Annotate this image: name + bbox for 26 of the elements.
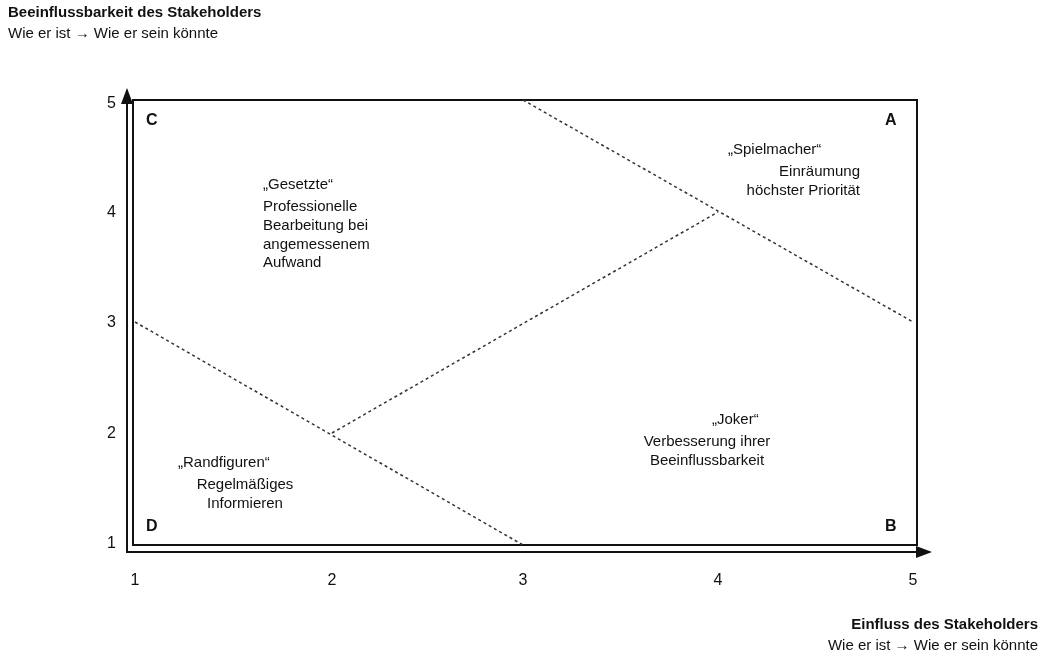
tick-label: 1	[129, 570, 141, 590]
axis-subtitle: Wie er ist → Wie er sein könnte	[8, 24, 219, 43]
quadrant-letter: B	[885, 516, 897, 536]
tick-label: 2	[106, 423, 116, 443]
tick-label: 5	[907, 570, 919, 590]
quadrant-description: Professionelle Bearbeitung bei angemessenem Aufwand	[263, 197, 371, 272]
quadrant-name: „Spielmacher“	[728, 140, 822, 159]
tick-label: 2	[326, 570, 338, 590]
axis-title: Beeinflussbarkeit des Stakeholders	[8, 3, 262, 22]
tick-label: 3	[517, 570, 529, 590]
tick-label: 4	[106, 202, 116, 222]
quadrant-name: „Gesetzte“	[263, 175, 334, 194]
quadrant-name: „Joker“	[712, 410, 759, 429]
tick-label: 1	[106, 533, 116, 553]
tick-label: 5	[106, 93, 116, 113]
quadrant-name: „Randfiguren“	[178, 453, 270, 472]
tick-label: 4	[712, 570, 724, 590]
tick-label: 3	[106, 312, 116, 332]
axis-subtitle: Wie er ist → Wie er sein könnte	[826, 636, 1038, 655]
quadrant-description: Regelmäßiges Informieren	[195, 475, 295, 513]
quadrant-letter: A	[885, 110, 897, 130]
quadrant-letter: D	[146, 516, 158, 536]
quadrant-description: Verbesserung ihrer Beeinflussbarkeit	[642, 432, 772, 470]
axis-title: Einfluss des Stakeholders	[850, 615, 1038, 634]
quadrant-letter: C	[146, 110, 158, 130]
quadrant-description: Einräumung höchster Priorität	[745, 162, 860, 200]
